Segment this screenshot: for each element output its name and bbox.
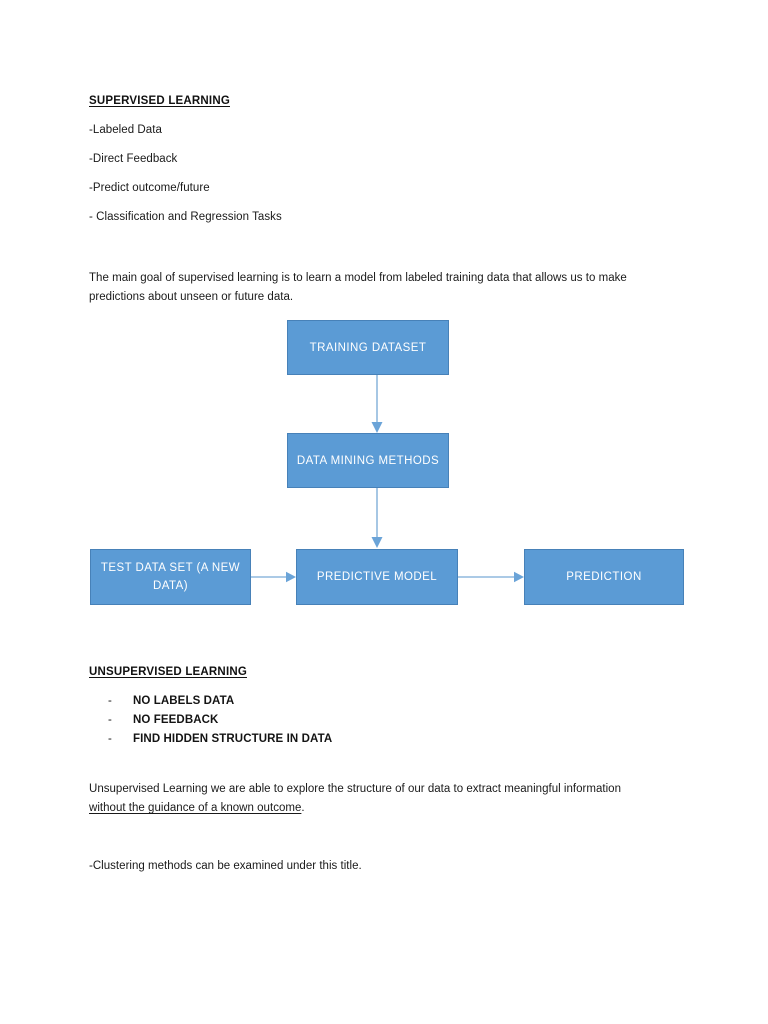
paragraph-underlined-phrase: without the guidance of a known outcome — [89, 802, 302, 814]
supervised-learning-heading: SUPERVISED LEARNING — [89, 95, 230, 107]
flow-box-training-dataset: TRAINING DATASET — [287, 320, 449, 375]
dash-marker-icon: - — [108, 714, 112, 726]
unsupervised-learning-paragraph: Unsupervised Learning we are able to exp… — [89, 780, 625, 818]
supervised-learning-paragraph: The main goal of supervised learning is … — [89, 272, 627, 303]
paragraph-tail-text: . — [301, 802, 305, 814]
arrow-test-data-to-predictive-model — [251, 571, 296, 583]
flow-box-data-mining-methods: DATA MINING METHODS — [287, 433, 449, 488]
unsupervised-list-item: - FIND HIDDEN STRUCTURE IN DATA — [108, 733, 332, 752]
dash-marker-icon: - — [108, 733, 112, 745]
supervised-bullet-1: -Labeled Data — [89, 124, 162, 136]
unsupervised-bullet-list: - NO LABELS DATA - NO FEEDBACK - FIND HI… — [108, 695, 332, 752]
flow-box-prediction: PREDICTION — [524, 549, 684, 605]
dash-marker-icon: - — [108, 695, 112, 707]
arrow-mining-to-predictive-model — [371, 488, 383, 548]
clustering-note: -Clustering methods can be examined unde… — [89, 860, 362, 872]
unsupervised-bullet-label: NO FEEDBACK — [133, 714, 219, 726]
supervised-bullet-4: - Classification and Regression Tasks — [89, 211, 282, 223]
arrow-training-to-mining — [371, 375, 383, 433]
unsupervised-bullet-label: FIND HIDDEN STRUCTURE IN DATA — [133, 733, 333, 745]
paragraph-lead-text: Unsupervised Learning we are able to exp… — [89, 783, 622, 795]
unsupervised-bullet-label: NO LABELS DATA — [133, 695, 235, 707]
flow-box-predictive-model: PREDICTIVE MODEL — [296, 549, 458, 605]
flow-box-test-data-set: TEST DATA SET (A NEW DATA) — [90, 549, 251, 605]
supervised-bullet-2: -Direct Feedback — [89, 153, 178, 165]
unsupervised-list-item: - NO FEEDBACK — [108, 714, 332, 733]
supervised-bullet-3: -Predict outcome/future — [89, 182, 210, 194]
arrow-predictive-model-to-prediction — [458, 571, 524, 583]
unsupervised-learning-heading: UNSUPERVISED LEARNING — [89, 666, 247, 678]
unsupervised-list-item: - NO LABELS DATA — [108, 695, 332, 714]
